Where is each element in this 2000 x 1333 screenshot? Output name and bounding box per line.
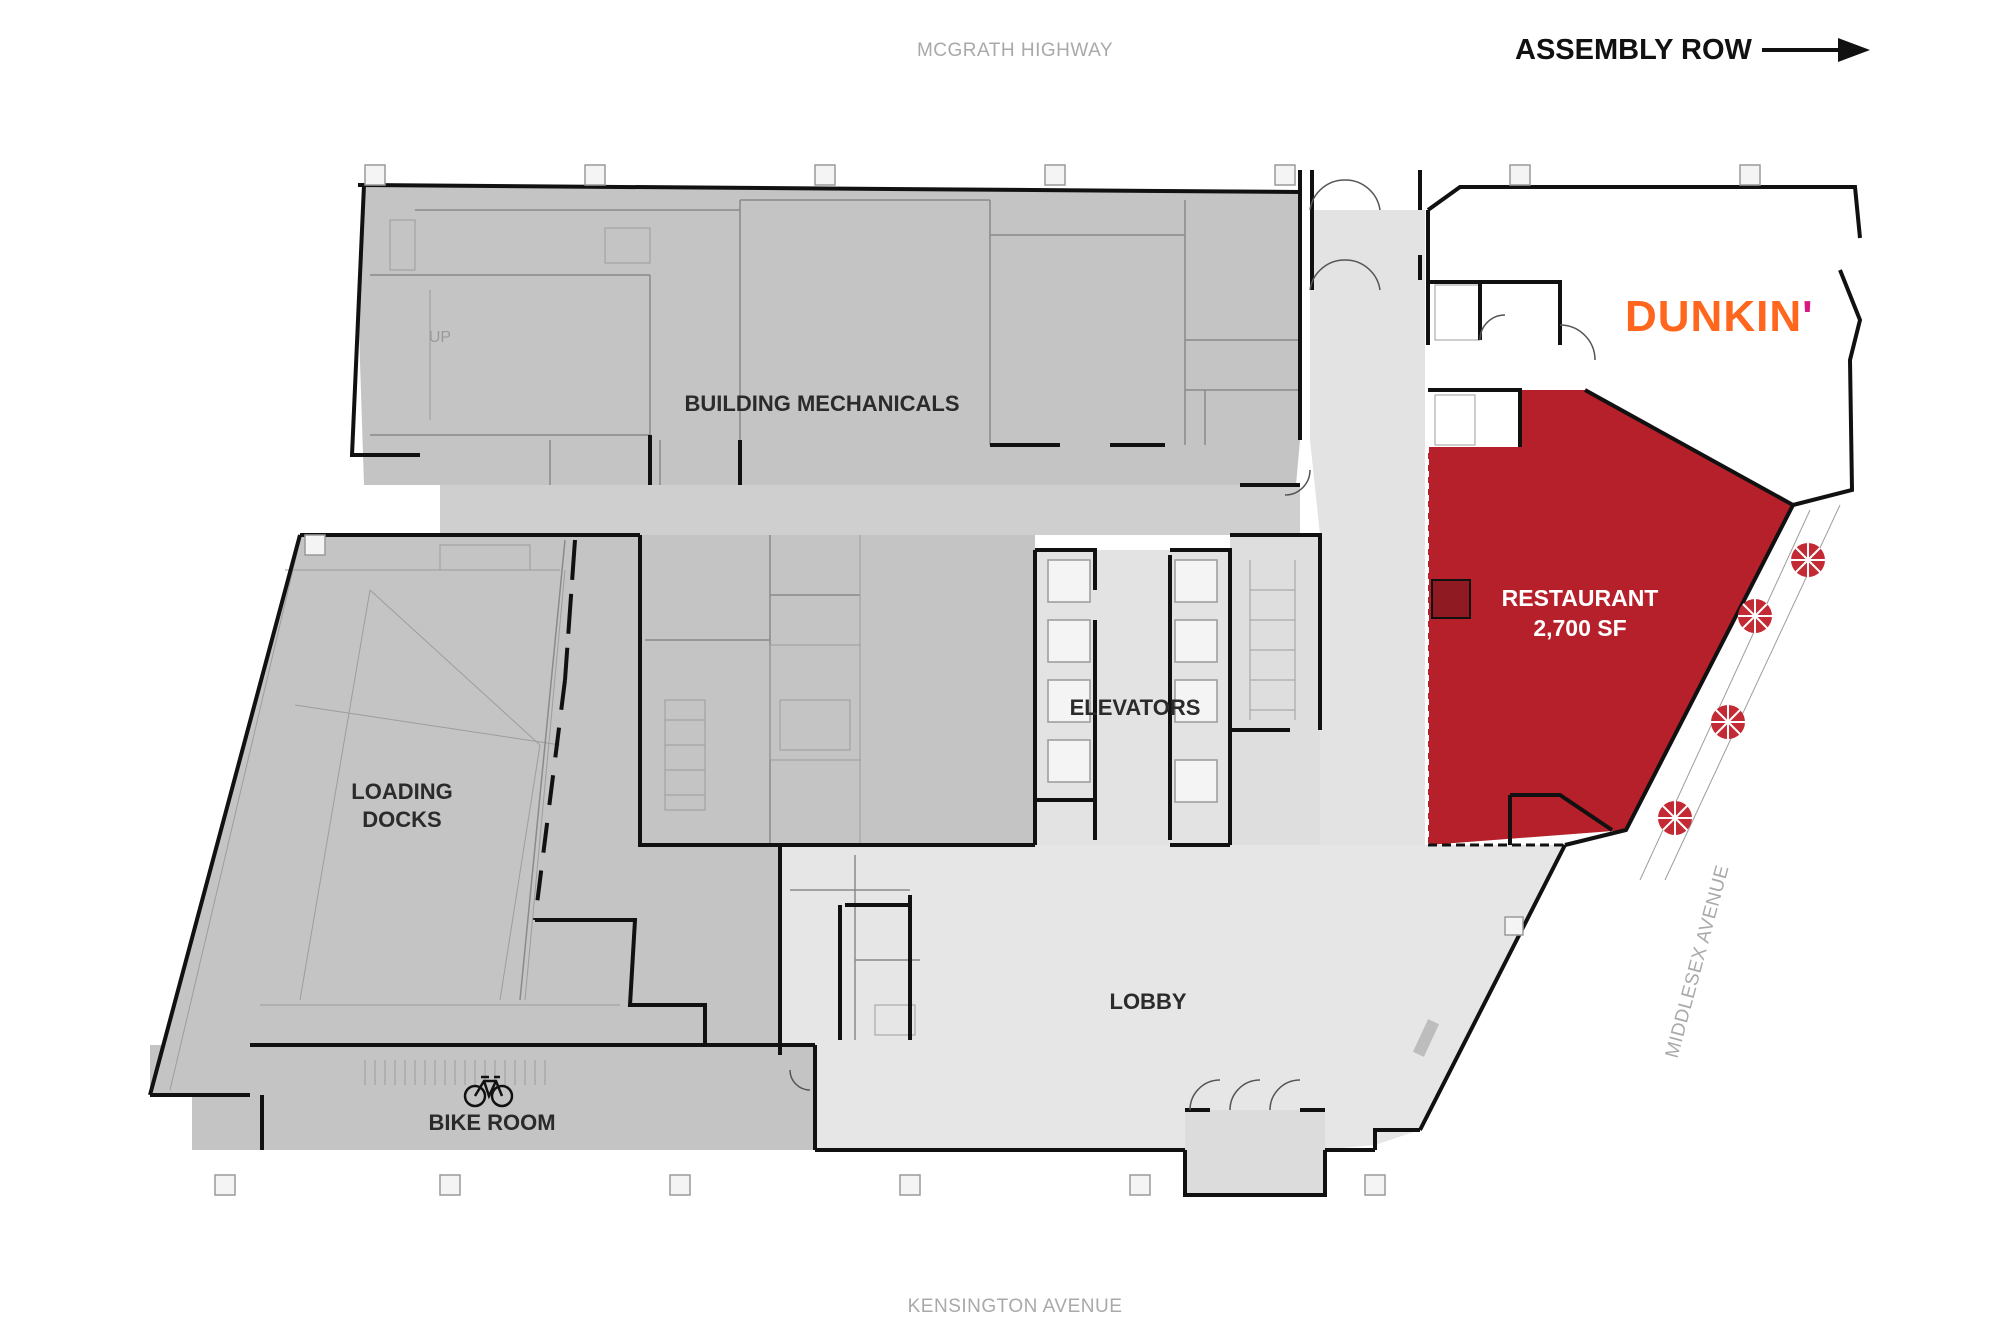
building-mechanicals-area: [358, 185, 1300, 485]
assembly-row-callout: ASSEMBLY ROW: [1515, 34, 1752, 66]
dunkin-logo-text: DUNKIN': [1625, 292, 1814, 341]
room-label-loading-2: DOCKS: [362, 807, 441, 832]
interior-detail-lines: [169, 199, 1841, 1091]
entry-vestibule: [1185, 1110, 1325, 1195]
dunkin-tenant-space: [1428, 187, 1860, 505]
room-label-elevators: ELEVATORS: [1070, 695, 1201, 720]
umbrella-icon: [1738, 599, 1772, 633]
doors: [789, 179, 1596, 1111]
street-label-east: MIDDLESEX AVENUE: [1662, 863, 1734, 1060]
service-corridor: [440, 485, 1300, 535]
bike-room-area: [150, 1045, 815, 1150]
restaurant-area-label: 2,700 SF: [1533, 615, 1626, 641]
umbrella-icon: [1711, 705, 1745, 739]
street-label-south: KENSINGTON AVENUE: [908, 1296, 1123, 1317]
umbrella-icon: [1791, 543, 1825, 577]
room-label-mechanicals: BUILDING MECHANICALS: [685, 391, 960, 416]
room-label-bike: BIKE ROOM: [428, 1110, 555, 1135]
restaurant-label: RESTAURANT: [1502, 585, 1659, 611]
room-label-lobby: LOBBY: [1110, 989, 1187, 1014]
bicycle-icon: [463, 1075, 514, 1108]
dunkin-logo: DUNKIN': [1625, 292, 1814, 341]
stair-up-label: UP: [429, 329, 451, 346]
patio-umbrellas: [1658, 543, 1825, 835]
main-corridor: [1310, 210, 1425, 845]
umbrella-icon: [1658, 801, 1692, 835]
street-label-north: MCGRATH HIGHWAY: [917, 40, 1113, 61]
service-core-area: [640, 535, 1035, 845]
columns: [214, 164, 1761, 1196]
walls: [148, 170, 1863, 1197]
lobby-area: [780, 845, 1565, 1150]
stair-core: [1230, 535, 1320, 845]
right-arrow-icon: [1762, 38, 1870, 62]
restaurant-area: [1428, 390, 1793, 845]
room-label-loading-1: LOADING: [351, 779, 452, 804]
bike-rack: [364, 1060, 546, 1085]
